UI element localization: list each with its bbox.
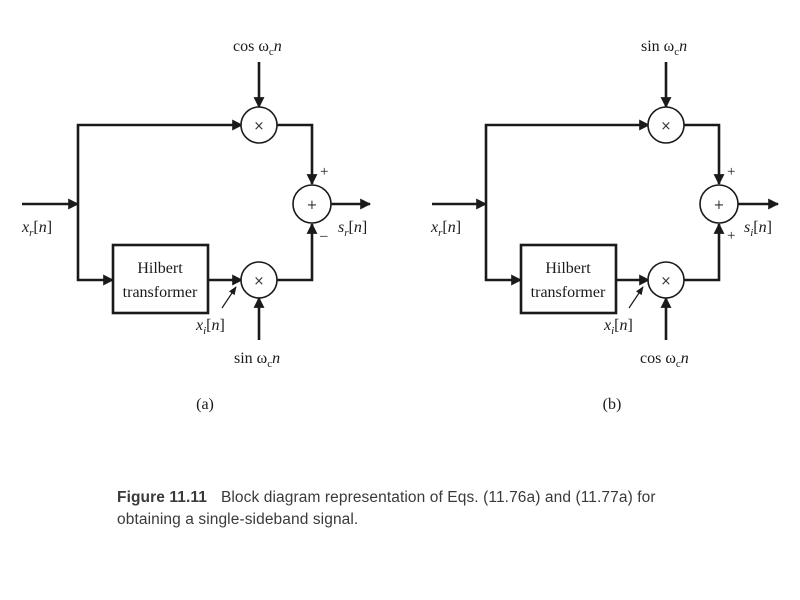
input-label-b: xr[n] [430,219,461,239]
adder-symbol-a: + [307,198,318,213]
lower-to-adder-wire-b [684,222,725,282]
output-label-b: si[n] [744,219,772,239]
hilbert-line1-a: Hilbert [137,260,183,277]
hilbert-line2-a: transformer [123,284,198,301]
adder-a [292,184,332,224]
lower-branch-wire-a [76,204,115,286]
sign-bottom-b: + [727,228,735,244]
carrier-top-label-a: cos ωcn [233,38,282,58]
input-label-sub-b: r [438,227,443,239]
multiplier-top-b [647,106,685,144]
carrier-top-label-b: sin ωcn [641,38,687,58]
adder-b [699,184,739,224]
multiplier-top-a [240,106,278,144]
xi-label-text-a: x [195,317,203,334]
xi-label-a: xi[n] [195,317,225,337]
input-label-a: xr[n] [21,219,52,239]
carrier-bottom-label-a: sin ωcn [234,350,280,370]
panel-b: Hilbert transformer × × + sin ωcn cos ωc… [430,38,780,413]
input-label-text-b: x [430,219,438,236]
hilbert-line1-b: Hilbert [545,260,591,277]
output-label-sub-a: r [344,227,349,239]
upper-to-adder-wire-a [277,123,318,186]
figure-number: Figure 11.11 [117,489,207,506]
sign-top-a: + [320,164,328,180]
xi-label-sub-a: i [203,325,206,337]
multiplier-bottom-symbol-b: × [661,274,672,289]
carrier-bottom-sub-b: c [676,358,681,370]
carrier-bottom-text-b: cos ω [640,350,676,367]
caption-text: Block diagram representation of Eqs. (11… [117,489,656,528]
carrier-top-sub-a: c [269,46,274,58]
panel-label-a: (a) [196,396,214,413]
hilbert-transformer-a [111,243,210,315]
upper-branch-wire-b [484,119,651,204]
sign-bottom-a: – [319,228,328,244]
adder-symbol-b: + [714,198,725,213]
carrier-bottom-sub-a: c [267,358,272,370]
panel-a: Hilbert transformer × × + cos ωcn sin ωc… [21,38,372,413]
upper-branch-wire-a [76,119,244,204]
xi-pointer-b [628,286,644,309]
xi-label-text-b: x [603,317,611,334]
lower-to-adder-wire-a [277,222,318,282]
xi-pointer-a [221,286,237,309]
lower-branch-wire-b [484,204,523,286]
carrier-bottom-text-a: sin ω [234,350,267,367]
multiplier-bottom-b [647,261,685,299]
sign-top-b: + [727,164,735,180]
output-label-a: sr[n] [338,219,367,239]
multiplier-bottom-symbol-a: × [254,274,265,289]
hilbert-transformer-b [519,243,618,315]
multiplier-top-symbol-a: × [254,119,265,134]
input-label-sub-a: r [29,227,34,239]
carrier-top-text-a: cos ω [233,38,269,55]
output-label-sub-b: i [750,227,753,239]
xi-label-sub-b: i [611,325,614,337]
multiplier-top-symbol-b: × [661,119,672,134]
output-label-text-b: s [744,219,750,236]
carrier-top-text-b: sin ω [641,38,674,55]
hilbert-line2-b: transformer [531,284,606,301]
input-label-text-a: x [21,219,29,236]
xi-label-b: xi[n] [603,317,633,337]
carrier-top-sub-b: c [674,46,679,58]
carrier-bottom-label-b: cos ωcn [640,350,689,370]
upper-to-adder-wire-b [684,123,725,186]
panel-label-b: (b) [603,396,622,413]
block-diagram: Hilbert transformer × × + cos ωcn sin ωc… [21,38,780,413]
multiplier-bottom-a [240,261,278,299]
output-label-text-a: s [338,219,344,236]
